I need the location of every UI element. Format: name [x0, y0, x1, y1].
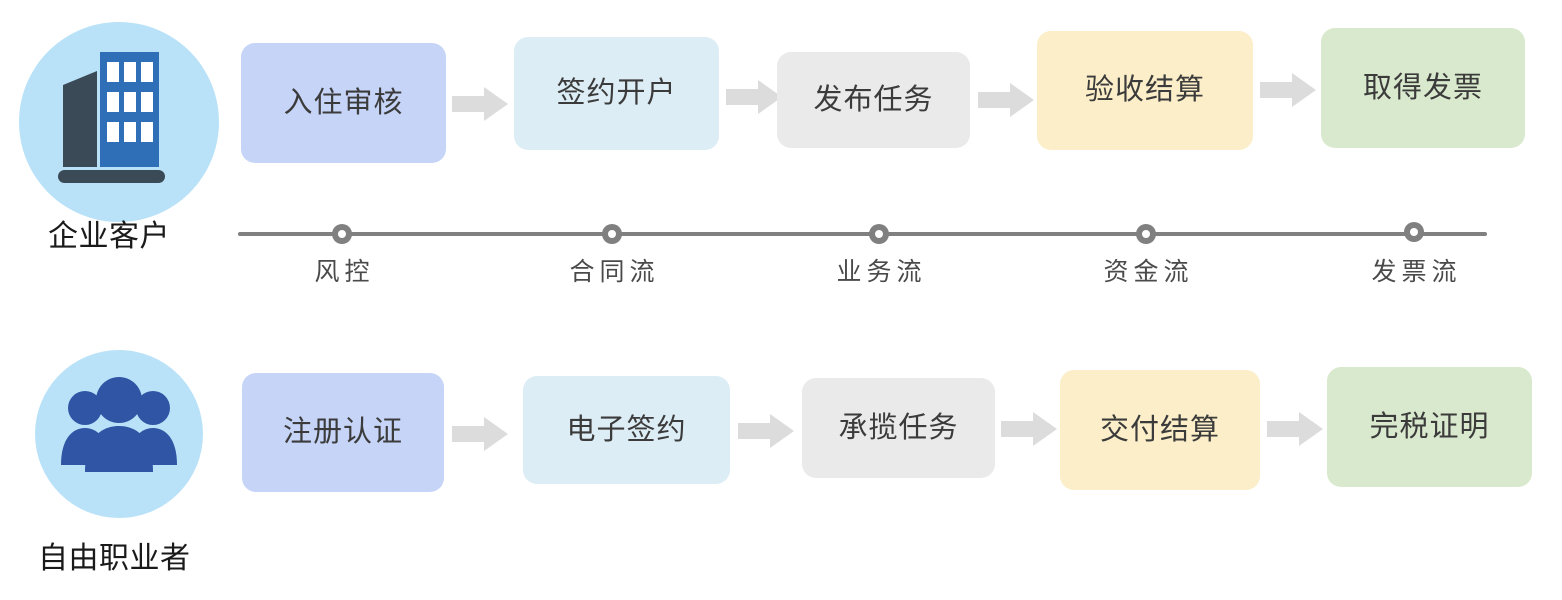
timeline-node-3[interactable]	[869, 224, 889, 244]
flow-arrow-freelancer-1	[452, 417, 508, 451]
timeline-node-5[interactable]	[1404, 222, 1424, 242]
timeline-node-1[interactable]	[332, 224, 352, 244]
freelancer-actor-circle	[35, 350, 203, 518]
step-box-enterprise-4[interactable]: 验收结算	[1037, 31, 1253, 150]
step-box-freelancer-2[interactable]: 电子签约	[523, 376, 730, 484]
step-label-freelancer-2: 电子签约	[566, 413, 687, 446]
step-box-enterprise-5[interactable]: 取得发票	[1321, 28, 1525, 148]
timeline-caption-3: 业务流	[836, 258, 927, 286]
step-label-freelancer-5: 完税证明	[1369, 410, 1490, 443]
step-label-freelancer-4: 交付结算	[1099, 413, 1220, 446]
enterprise-actor-caption: 企业客户	[48, 220, 170, 253]
flow-arrow-freelancer-2	[738, 414, 794, 448]
timeline-node-2[interactable]	[602, 224, 622, 244]
step-box-freelancer-1[interactable]: 注册认证	[242, 373, 444, 492]
step-box-enterprise-2[interactable]: 签约开户	[514, 37, 719, 150]
office-building-icon	[58, 52, 165, 183]
step-box-freelancer-3[interactable]: 承揽任务	[802, 378, 995, 478]
timeline-caption-4: 资金流	[1103, 258, 1194, 286]
timeline-axis	[238, 232, 1487, 236]
timeline-caption-1: 风控	[314, 258, 375, 286]
flow-arrow-freelancer-3	[1001, 412, 1057, 446]
step-label-enterprise-3: 发布任务	[813, 83, 934, 116]
step-label-freelancer-3: 承揽任务	[838, 411, 959, 444]
step-label-enterprise-1: 入住审核	[283, 86, 404, 119]
step-box-enterprise-1[interactable]: 入住审核	[241, 43, 446, 163]
step-label-enterprise-4: 验收结算	[1084, 74, 1205, 106]
flow-arrow-enterprise-4	[1260, 73, 1316, 107]
timeline-caption-5: 发票流	[1371, 258, 1462, 286]
step-label-enterprise-5: 取得发票	[1362, 71, 1483, 104]
flow-arrow-enterprise-2	[726, 80, 782, 114]
step-box-enterprise-3[interactable]: 发布任务	[777, 52, 970, 148]
timeline-caption-2: 合同流	[569, 258, 660, 286]
step-label-enterprise-2: 签约开户	[556, 77, 677, 109]
flow-arrow-freelancer-4	[1267, 412, 1323, 446]
step-label-freelancer-1: 注册认证	[282, 416, 403, 448]
flow-arrow-enterprise-1	[452, 87, 508, 121]
people-group-icon	[61, 377, 177, 472]
flow-arrow-enterprise-3	[978, 83, 1034, 117]
step-box-freelancer-5[interactable]: 完税证明	[1327, 367, 1532, 487]
freelancer-actor-caption: 自由职业者	[38, 542, 191, 575]
timeline-node-4[interactable]	[1136, 224, 1156, 244]
enterprise-actor-circle	[19, 22, 219, 222]
step-box-freelancer-4[interactable]: 交付结算	[1060, 370, 1260, 490]
